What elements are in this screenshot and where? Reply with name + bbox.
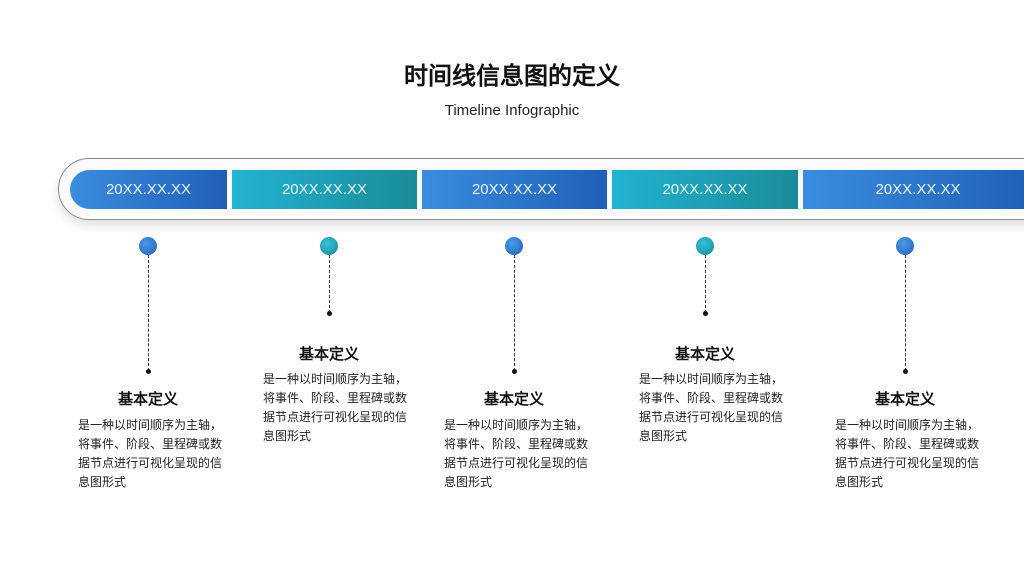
date-segment: 20XX.XX.XX xyxy=(422,170,607,209)
connector-end-dot xyxy=(511,369,517,374)
item-heading: 基本定义 xyxy=(298,345,359,363)
page-title: 时间线信息图的定义 xyxy=(404,62,620,90)
timeline-node xyxy=(139,237,157,255)
timeline-node xyxy=(696,237,714,255)
timeline-node xyxy=(896,237,914,255)
timeline-node xyxy=(505,237,523,255)
connector-end-dot xyxy=(145,369,151,374)
connector-line xyxy=(514,255,515,371)
item-heading: 基本定义 xyxy=(483,390,544,408)
item-description: 是一种以时间顺序为主轴，将事件、阶段、里程碑或数据节点进行可视化呈现的信息图形式 xyxy=(835,418,980,489)
item-heading: 基本定义 xyxy=(674,345,735,363)
date-segment: 20XX.XX.XX xyxy=(612,170,798,209)
item-description: 是一种以时间顺序为主轴，将事件、阶段、里程碑或数据节点进行可视化呈现的信息图形式 xyxy=(639,372,784,443)
item-heading: 基本定义 xyxy=(117,390,178,408)
item-description: 是一种以时间顺序为主轴，将事件、阶段、里程碑或数据节点进行可视化呈现的信息图形式 xyxy=(263,372,408,443)
connector-line xyxy=(705,255,706,313)
connector-end-dot xyxy=(702,311,708,316)
item-heading: 基本定义 xyxy=(874,390,935,408)
page-subtitle: Timeline Infographic xyxy=(444,102,580,119)
connector-line xyxy=(905,255,906,371)
date-segment: 20XX.XX.XX xyxy=(803,170,1024,209)
date-segment: 20XX.XX.XX xyxy=(232,170,417,209)
connector-line xyxy=(148,255,149,371)
item-description: 是一种以时间顺序为主轴，将事件、阶段、里程碑或数据节点进行可视化呈现的信息图形式 xyxy=(444,418,589,489)
item-description: 是一种以时间顺序为主轴，将事件、阶段、里程碑或数据节点进行可视化呈现的信息图形式 xyxy=(78,418,223,489)
timeline-node xyxy=(320,237,338,255)
connector-end-dot xyxy=(902,369,908,374)
connector-end-dot xyxy=(326,311,332,316)
date-segment: 20XX.XX.XX xyxy=(70,170,227,209)
connector-line xyxy=(329,255,330,313)
